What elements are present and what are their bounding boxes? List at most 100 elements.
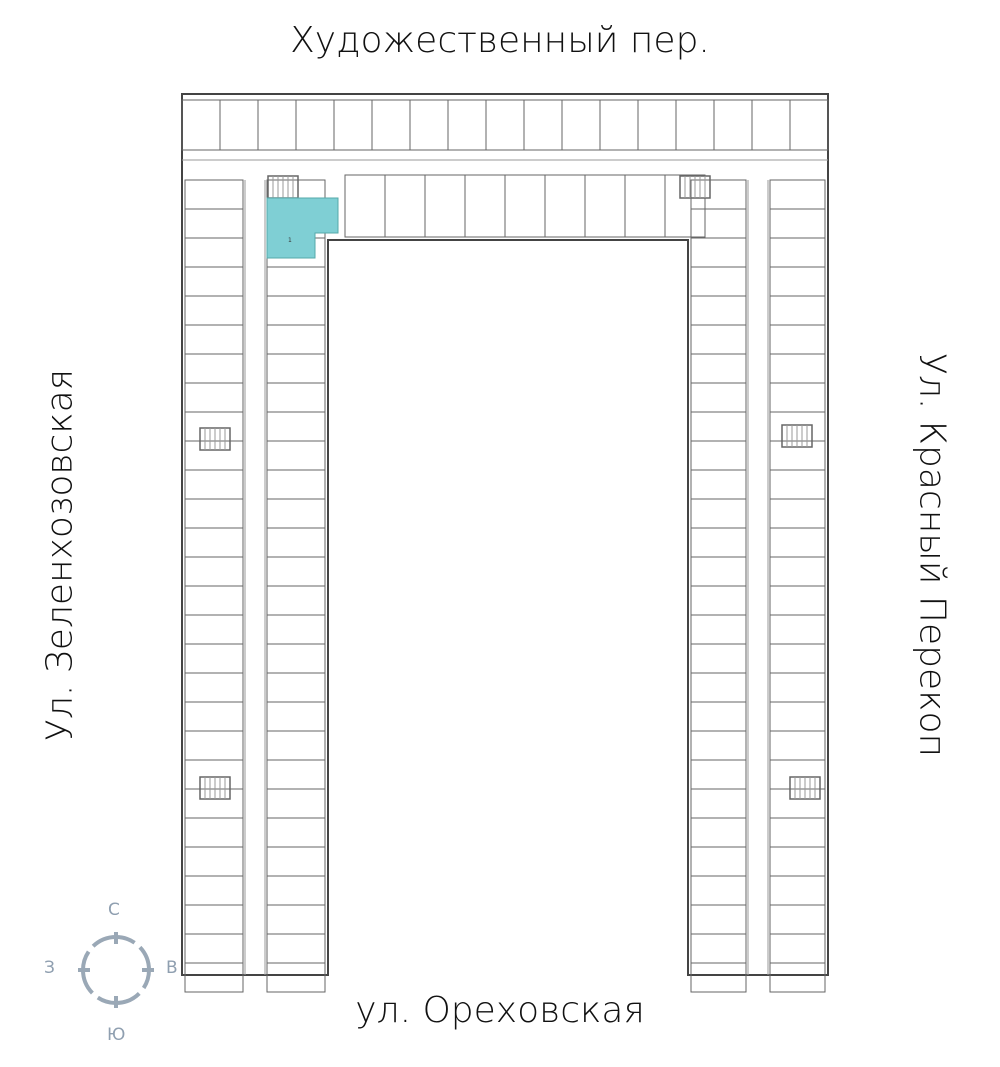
apartment-outline bbox=[690, 614, 747, 645]
apartment-outline bbox=[266, 353, 326, 384]
apartment-outline bbox=[266, 498, 326, 529]
apartment-outline bbox=[184, 585, 244, 616]
apartment-outline bbox=[675, 99, 715, 151]
apartment-outline bbox=[523, 99, 563, 151]
apartment-outline bbox=[266, 962, 326, 993]
apartment-outline bbox=[266, 701, 326, 732]
apartment-outline bbox=[690, 382, 747, 413]
apartment-outline bbox=[690, 324, 747, 355]
apartment-outline bbox=[266, 846, 326, 877]
apartment-outline bbox=[769, 266, 826, 297]
street-label-top: Художественный пер. bbox=[290, 20, 710, 61]
apartment-outline bbox=[184, 672, 244, 703]
apartment-outline bbox=[690, 585, 747, 616]
apartment-outline bbox=[266, 585, 326, 616]
apartment-outline bbox=[184, 846, 244, 877]
apartment-outline bbox=[266, 817, 326, 848]
apartment-outline bbox=[769, 237, 826, 268]
apartment-outline bbox=[184, 498, 244, 529]
apartment-outline bbox=[769, 469, 826, 500]
apartment-outline bbox=[504, 174, 546, 238]
apartment-outline bbox=[184, 266, 244, 297]
apartment-outline bbox=[769, 179, 826, 210]
apartment-outline bbox=[561, 99, 601, 151]
apartment-outline bbox=[184, 933, 244, 964]
apartment-outline bbox=[584, 174, 626, 238]
apartment-outline bbox=[690, 556, 747, 587]
apartment-outline bbox=[690, 266, 747, 297]
apartment-outline bbox=[266, 266, 326, 297]
apartment-outline bbox=[184, 208, 244, 239]
apartment-outline bbox=[184, 237, 244, 268]
apartment-outline bbox=[266, 295, 326, 326]
apartment-outline bbox=[184, 962, 244, 993]
apartment-outline bbox=[690, 817, 747, 848]
apartment-outline bbox=[371, 99, 411, 151]
building-walls bbox=[181, 93, 829, 993]
apartment-outline bbox=[690, 962, 747, 993]
apartment-outline bbox=[789, 99, 829, 151]
apartment-outline bbox=[769, 788, 826, 819]
apartment-outline bbox=[690, 933, 747, 964]
apartment-outline bbox=[664, 174, 706, 238]
apartment-outline bbox=[184, 324, 244, 355]
apartment-outline bbox=[266, 440, 326, 471]
apartment-outline bbox=[690, 295, 747, 326]
apartment-outline bbox=[690, 643, 747, 674]
compass-east-label: В bbox=[166, 958, 178, 978]
apartment-outline bbox=[184, 817, 244, 848]
apartment-outline bbox=[181, 99, 221, 151]
building-outline bbox=[181, 93, 829, 976]
apartment-outline bbox=[624, 174, 666, 238]
apartment-outline bbox=[769, 730, 826, 761]
apartment-outline bbox=[769, 672, 826, 703]
selected-apartment[interactable] bbox=[266, 197, 339, 259]
apartment-outline bbox=[690, 527, 747, 558]
apartment-outline bbox=[295, 99, 335, 151]
apartment-outline bbox=[485, 99, 525, 151]
apartment-outline bbox=[266, 933, 326, 964]
apartment-outline bbox=[464, 174, 506, 238]
apartment-outline bbox=[424, 174, 466, 238]
apartment-outline bbox=[184, 527, 244, 558]
apartment-outline bbox=[769, 585, 826, 616]
apartment-outline bbox=[713, 99, 753, 151]
apartment-outline bbox=[769, 498, 826, 529]
apartment-outline bbox=[690, 846, 747, 877]
apartment-outline bbox=[184, 295, 244, 326]
apartment-outline bbox=[266, 672, 326, 703]
apartment-outline bbox=[184, 440, 244, 471]
apartment-outline bbox=[184, 730, 244, 761]
apartment-outline bbox=[266, 411, 326, 442]
apartment-outline bbox=[690, 498, 747, 529]
apartment-outline bbox=[769, 295, 826, 326]
apartment-outline bbox=[266, 614, 326, 645]
apartment-outline bbox=[690, 672, 747, 703]
apartment-outline bbox=[266, 759, 326, 790]
apartment-outline bbox=[333, 99, 373, 151]
apartment-outline bbox=[690, 904, 747, 935]
compass-south-label: Ю bbox=[107, 1025, 126, 1045]
apartment-outline bbox=[769, 846, 826, 877]
apartment-outline bbox=[544, 174, 586, 238]
apartment-outline bbox=[266, 382, 326, 413]
apartment-outline bbox=[184, 643, 244, 674]
selected-apartment-rooms: 1 bbox=[288, 237, 292, 244]
apartment-outline bbox=[266, 904, 326, 935]
apartment-outline bbox=[769, 614, 826, 645]
apartment-outline bbox=[266, 324, 326, 355]
apartment-outline bbox=[690, 730, 747, 761]
apartment-outline bbox=[219, 99, 259, 151]
apartment-outline bbox=[769, 208, 826, 239]
apartment-outline bbox=[599, 99, 639, 151]
apartment-outline bbox=[769, 556, 826, 587]
apartment-outline bbox=[184, 411, 244, 442]
apartment-outline bbox=[184, 701, 244, 732]
apartment-outline bbox=[184, 556, 244, 587]
apartment-outline bbox=[266, 643, 326, 674]
apartment-outline bbox=[690, 179, 747, 210]
apartment-outline bbox=[690, 353, 747, 384]
apartment-outline bbox=[769, 962, 826, 993]
apartment-outline bbox=[690, 788, 747, 819]
